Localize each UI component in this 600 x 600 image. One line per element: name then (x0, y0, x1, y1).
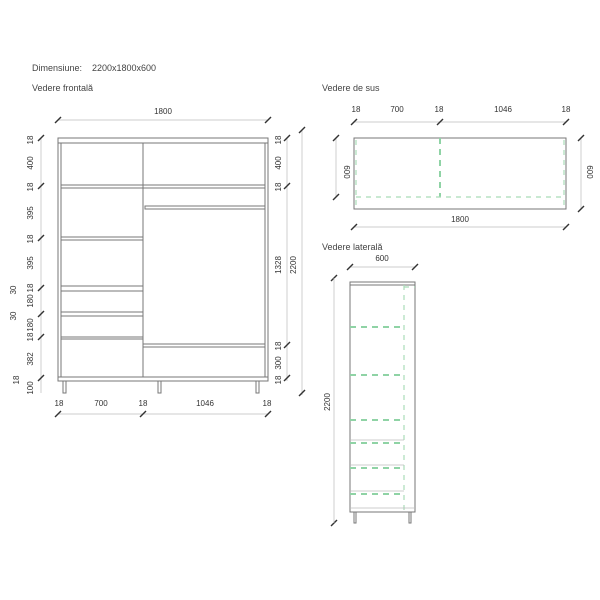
right-dim: 400 (274, 156, 283, 170)
bottom-dim: 18 (139, 399, 148, 408)
side-view-title: Vedere laterală (322, 242, 383, 252)
side-view: 600 2200 (323, 254, 419, 527)
top-outline (353, 137, 567, 210)
bottom-dim: 700 (94, 399, 108, 408)
bottom-dim: 18 (263, 399, 272, 408)
bottom-dim: 18 (55, 399, 64, 408)
leg (255, 380, 260, 394)
top-view-title: Vedere de sus (322, 83, 380, 93)
bottom-dim: 1046 (196, 399, 214, 408)
top-depth-left: 600 (342, 165, 351, 179)
left-dim: 180 (26, 294, 35, 308)
top-width-label: 1800 (451, 215, 469, 224)
side-depth-label: 600 (375, 254, 389, 263)
left-dim: 395 (26, 256, 35, 270)
top-dim: 18 (562, 105, 571, 114)
top-dim: 700 (390, 105, 404, 114)
left-dim: 18 (26, 332, 35, 341)
front-width-label: 1800 (154, 107, 172, 116)
total-height: 2200 (289, 256, 298, 274)
top-dim: 18 (435, 105, 444, 114)
front-view: 1800 18 400 18 395 18 395 18 180 180 18 … (9, 107, 306, 418)
dimension-value: 2200x1800x600 (92, 63, 156, 73)
left-dim: 400 (26, 156, 35, 170)
right-dim: 18 (274, 341, 283, 350)
left-extra-dim: 30 (9, 311, 18, 320)
leg (408, 511, 412, 524)
carcass-outline (57, 137, 269, 382)
left-dim: 395 (26, 206, 35, 220)
dimension-label: Dimensiune: (32, 63, 82, 73)
left-dim: 180 (26, 318, 35, 332)
right-dim: 300 (274, 356, 283, 370)
front-view-title: Vedere frontală (32, 83, 93, 93)
left-dim: 382 (26, 352, 35, 366)
left-dim: 18 (26, 135, 35, 144)
top-view: 18 700 18 1046 18 600 600 1800 (332, 105, 594, 231)
top-depth-right: 600 (585, 165, 594, 179)
left-extra-dim: 30 (9, 285, 18, 294)
left-dim: 18 (26, 234, 35, 243)
leg (157, 380, 162, 394)
right-dim: 18 (274, 375, 283, 384)
left-dim: 18 (26, 182, 35, 191)
hanging-rail (144, 205, 266, 210)
right-dim: 1328 (274, 256, 283, 274)
leg (353, 511, 357, 524)
left-dim: 18 (26, 283, 35, 292)
top-dim: 1046 (494, 105, 512, 114)
side-height-label: 2200 (323, 393, 332, 411)
right-dim: 18 (274, 135, 283, 144)
leg (62, 380, 67, 394)
side-outline (349, 281, 416, 513)
right-dim: 18 (274, 182, 283, 191)
left-dim: 18 (12, 375, 21, 384)
top-dim: 18 (352, 105, 361, 114)
left-dim: 100 (26, 381, 35, 395)
